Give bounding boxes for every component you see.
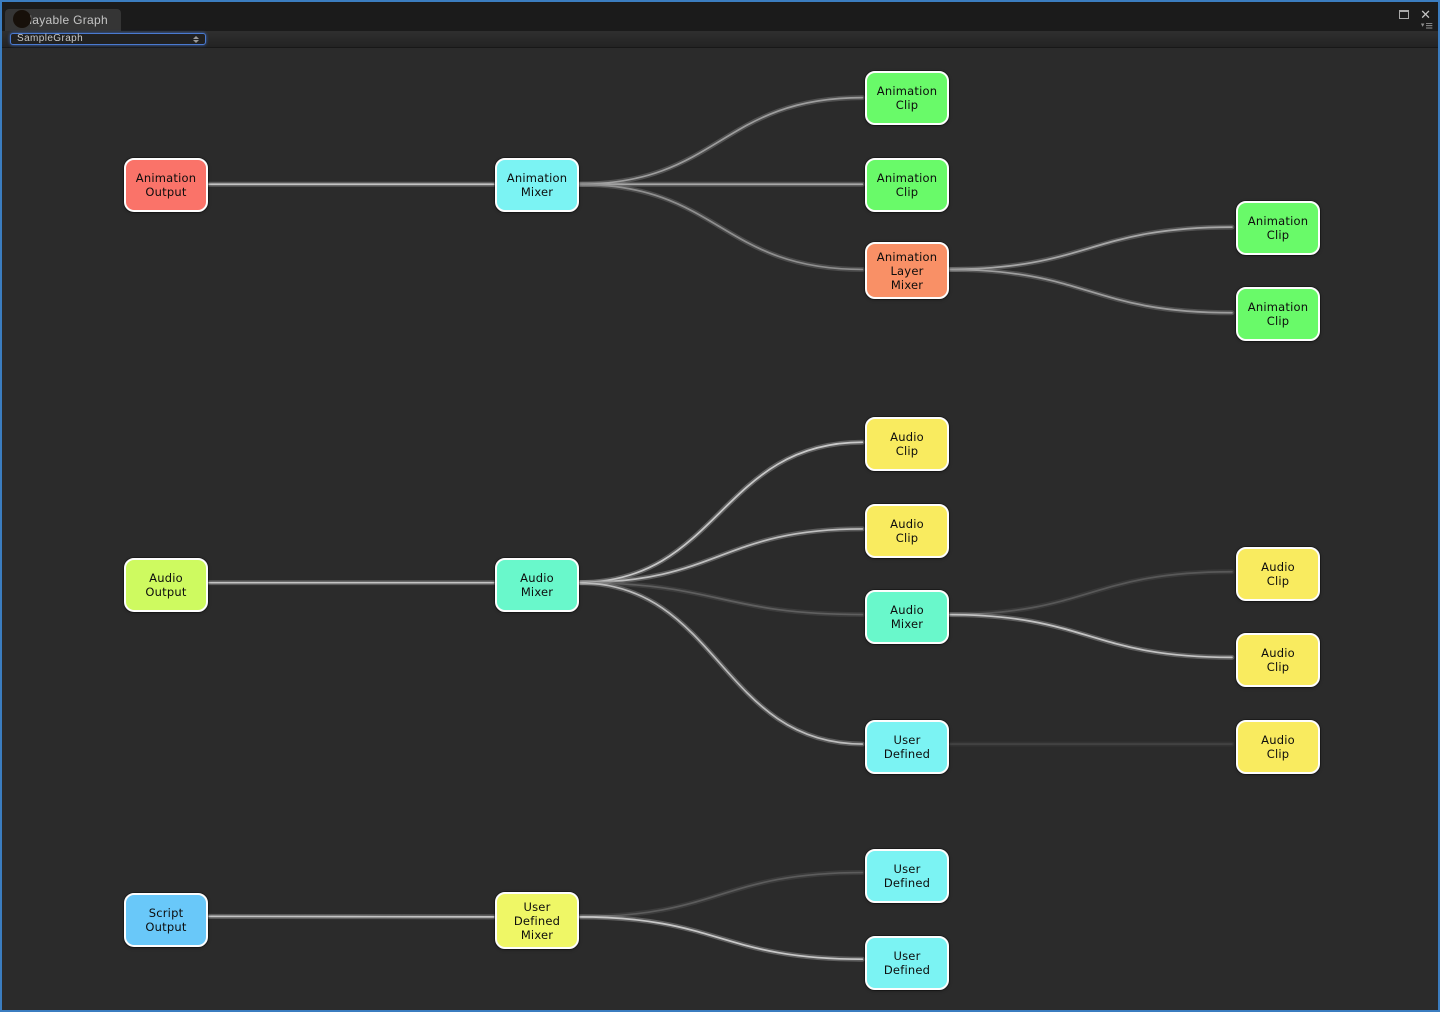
node-label: Audio Mixer: [520, 571, 554, 599]
node-animation-clip-3[interactable]: Animation Clip: [1236, 201, 1320, 255]
edge-animation-mixer-to-animation-layer-mixer: [576, 183, 864, 271]
node-label: Animation Clip: [1247, 300, 1309, 328]
node-animation-clip-2[interactable]: Animation Clip: [865, 158, 949, 212]
graph-selector-value: SampleGraph: [17, 33, 84, 44]
menu-lines-icon: ≡: [1425, 18, 1433, 33]
node-label: Animation Mixer: [506, 171, 568, 199]
node-label: User Defined: [883, 862, 931, 890]
node-script-output[interactable]: Script Output: [124, 893, 208, 947]
tab-title: Playable Graph: [21, 13, 108, 27]
node-label: User Defined Mixer: [513, 899, 561, 942]
node-label: User Defined: [883, 949, 931, 977]
node-animation-clip-1[interactable]: Animation Clip: [865, 71, 949, 125]
maximize-icon[interactable]: [1399, 10, 1410, 19]
tab-dot-icon: [13, 10, 31, 28]
edge-audio-mixer-1-to-audio-mixer-2: [576, 581, 864, 616]
edge-audio-mixer-1-to-audio-clip-2: [576, 528, 864, 584]
node-audio-output[interactable]: Audio Output: [124, 558, 208, 612]
node-label: Audio Clip: [1261, 560, 1295, 588]
node-label: Animation Layer Mixer: [876, 249, 938, 292]
node-animation-layer-mixer[interactable]: Animation Layer Mixer: [865, 242, 949, 299]
node-audio-clip-5[interactable]: Audio Clip: [1236, 720, 1320, 774]
edge-audio-mixer-2-to-audio-clip-4: [945, 613, 1233, 659]
edge-animation-mixer-to-animation-clip-1: [576, 96, 864, 186]
edge-animation-layer-mixer-to-animation-clip-4: [945, 268, 1233, 314]
node-label: Audio Clip: [1261, 733, 1295, 761]
node-audio-clip-1[interactable]: Audio Clip: [865, 417, 949, 471]
node-animation-mixer[interactable]: Animation Mixer: [495, 158, 579, 212]
edge-user-defined-mixer-to-user-defined-2: [576, 871, 864, 918]
node-label: Animation Output: [135, 171, 197, 199]
node-user-defined-3[interactable]: User Defined: [865, 936, 949, 990]
node-label: Audio Output: [145, 571, 187, 599]
pane-menu-icon[interactable]: ▾ ≡: [1420, 18, 1433, 33]
graph-selector-dropdown[interactable]: SampleGraph: [10, 33, 206, 45]
node-label: Script Output: [145, 906, 187, 934]
edge-audio-mixer-1-to-audio-clip-1: [576, 441, 864, 584]
title-bar: Playable Graph ✕ ▾ ≡: [2, 2, 1438, 33]
node-label: User Defined: [883, 733, 931, 761]
node-animation-output[interactable]: Animation Output: [124, 158, 208, 212]
tab-playable-graph[interactable]: Playable Graph: [5, 9, 121, 31]
menu-caret-icon: ▾: [1420, 22, 1425, 29]
close-icon[interactable]: ✕: [1420, 7, 1431, 22]
node-animation-clip-4[interactable]: Animation Clip: [1236, 287, 1320, 341]
toolbar: SampleGraph: [2, 31, 1438, 48]
edge-audio-mixer-2-to-audio-clip-3: [945, 570, 1233, 616]
node-label: Audio Clip: [890, 517, 924, 545]
node-user-defined-mixer[interactable]: User Defined Mixer: [495, 892, 579, 949]
node-label: Animation Clip: [876, 84, 938, 112]
node-label: Animation Clip: [876, 171, 938, 199]
node-audio-clip-4[interactable]: Audio Clip: [1236, 633, 1320, 687]
edge-audio-mixer-1-to-user-defined-1: [576, 581, 864, 745]
node-audio-clip-3[interactable]: Audio Clip: [1236, 547, 1320, 601]
node-audio-mixer-1[interactable]: Audio Mixer: [495, 558, 579, 612]
node-audio-mixer-2[interactable]: Audio Mixer: [865, 590, 949, 644]
dropdown-arrows-icon: [193, 35, 199, 43]
node-label: Audio Clip: [890, 430, 924, 458]
edge-animation-layer-mixer-to-animation-clip-3: [945, 226, 1233, 271]
node-label: Animation Clip: [1247, 214, 1309, 242]
node-label: Audio Mixer: [890, 603, 924, 631]
node-user-defined-2[interactable]: User Defined: [865, 849, 949, 903]
node-label: Audio Clip: [1261, 646, 1295, 674]
edge-user-defined-mixer-to-user-defined-3: [576, 916, 864, 961]
node-audio-clip-2[interactable]: Audio Clip: [865, 504, 949, 558]
node-user-defined-1[interactable]: User Defined: [865, 720, 949, 774]
